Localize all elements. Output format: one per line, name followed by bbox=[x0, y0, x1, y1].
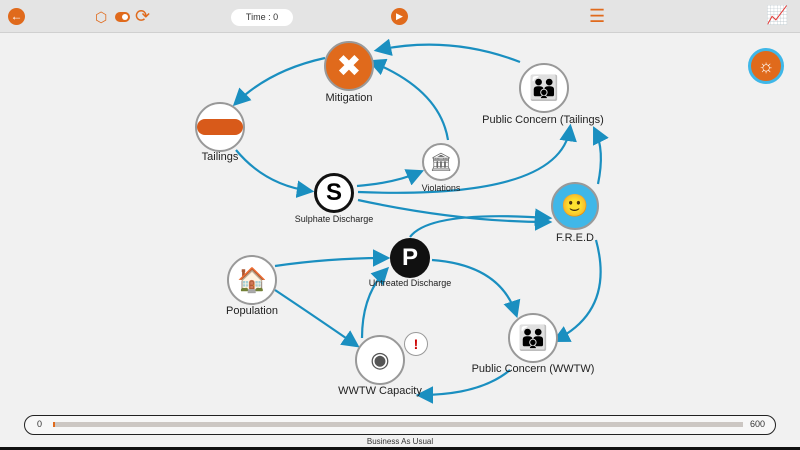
play-button[interactable]: ▶ bbox=[391, 8, 408, 25]
scenario-label: Business As Usual bbox=[366, 437, 434, 446]
link-sulphate-pct bbox=[357, 123, 577, 194]
footer-bar bbox=[0, 447, 800, 450]
timeline-track[interactable] bbox=[53, 422, 743, 427]
violations-label: Violations bbox=[421, 183, 461, 193]
link-sulphate-fred bbox=[357, 198, 553, 231]
pc-tailings-label: Public Concern (Tailings) bbox=[482, 114, 604, 126]
population-label: Population bbox=[226, 305, 278, 317]
link-untreated-fred bbox=[409, 208, 553, 238]
link-population-wwtw bbox=[274, 289, 360, 348]
link-fred-pct bbox=[593, 126, 609, 185]
back-icon[interactable]: ← bbox=[8, 8, 25, 25]
fred-label: F.R.E.D bbox=[556, 232, 594, 244]
pc-tailings-node[interactable]: 👪 bbox=[519, 63, 569, 113]
population-node[interactable]: 🏠 bbox=[227, 255, 277, 305]
cube-icon[interactable]: ⬡ bbox=[95, 9, 108, 25]
link-pct-mitigation bbox=[373, 38, 521, 64]
settings-sliders-icon[interactable]: ☰ bbox=[589, 6, 606, 26]
warning-icon: ! bbox=[404, 332, 428, 356]
toolbar: ← ⬡ ⟳ Time : 0 ▶ ☰ 📈 bbox=[0, 0, 800, 33]
chart-icon[interactable]: 📈 bbox=[766, 5, 789, 25]
link-sulphate-violations bbox=[356, 169, 425, 188]
timeline-slider[interactable]: 0 600 bbox=[24, 415, 776, 435]
link-tailings-sulphate bbox=[235, 149, 315, 198]
mitigation-node[interactable]: ✖ bbox=[324, 41, 374, 91]
toggle-switch[interactable] bbox=[115, 12, 130, 22]
sulphate-node[interactable]: S bbox=[314, 173, 354, 213]
tailings-label: Tailings bbox=[201, 151, 239, 163]
time-display: Time : 0 bbox=[231, 9, 293, 26]
wwtw-node[interactable]: ◉ bbox=[355, 335, 405, 385]
pc-wwtw-node[interactable]: 👪 bbox=[508, 313, 558, 363]
timeline-min: 0 bbox=[37, 419, 43, 429]
link-pcwwtw-wwtw bbox=[415, 369, 511, 404]
wwtw-label: WWTW Capacity bbox=[338, 385, 422, 397]
mitigation-label: Mitigation bbox=[325, 92, 373, 104]
logo-icon[interactable]: ☼ bbox=[748, 48, 784, 84]
link-untreated-pcwwtw bbox=[431, 258, 521, 319]
sulphate-label: Sulphate Discharge bbox=[294, 214, 374, 224]
untreated-label: Untreated Discharge bbox=[368, 278, 452, 288]
timeline-thumb[interactable] bbox=[53, 422, 55, 427]
link-fred-pcwwtw bbox=[552, 239, 602, 342]
untreated-node[interactable]: P bbox=[390, 238, 430, 278]
refresh-icon[interactable]: ⟳ bbox=[135, 6, 151, 26]
tailings-node[interactable] bbox=[195, 102, 245, 152]
link-wwtw-untreated bbox=[360, 266, 390, 339]
link-population-untreated bbox=[274, 249, 391, 268]
fred-node[interactable]: 🙂 bbox=[551, 182, 599, 230]
pc-wwtw-label: Public Concern (WWTW) bbox=[471, 363, 595, 375]
timeline-max: 600 bbox=[749, 419, 765, 429]
link-mitigation-tailings bbox=[232, 56, 326, 107]
link-violations-mitigation bbox=[367, 58, 450, 141]
violations-node[interactable]: 🏛 bbox=[422, 143, 460, 181]
